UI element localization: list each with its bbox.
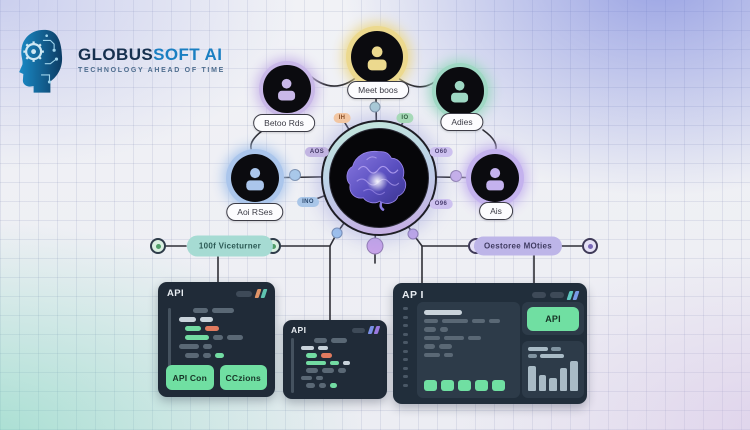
panel-code-left: API API Con CCzions: [158, 282, 275, 397]
panel-title: API: [167, 288, 185, 299]
spoke-tag: IH: [333, 113, 351, 123]
list-rows: [424, 310, 500, 357]
panel-header: API: [158, 282, 275, 303]
logo-slash-icon: [367, 326, 381, 334]
spoke-dot: [366, 237, 384, 255]
spoke-tag: O96: [429, 199, 453, 209]
brand-name: GLOBUSSOFT AI: [78, 46, 225, 63]
code-lines: [301, 338, 350, 388]
person-icon: [246, 167, 264, 191]
node-label-lower-right: Ais: [479, 202, 513, 220]
rail-endpoint: [150, 238, 166, 254]
person-icon: [451, 81, 469, 103]
panel-header: AP I: [393, 283, 587, 305]
brain-hub-circle: [328, 127, 430, 229]
brand-part-soft-ai: SOFT AI: [153, 45, 223, 64]
spoke-tag: AOS: [304, 147, 330, 157]
code-lines: [179, 308, 243, 358]
green-tile-row: [424, 380, 505, 391]
toggle-pill: [352, 327, 365, 333]
logo-slash-icon: [566, 290, 580, 300]
sidebar-dots: [403, 307, 408, 387]
person-icon: [278, 79, 296, 101]
node-label-lower-left: Aoi RSes: [226, 203, 284, 221]
circuit-lines: [41, 39, 56, 81]
bar: [549, 378, 557, 391]
toggle-pill: [532, 292, 546, 298]
spoke-dot: [450, 170, 462, 182]
spoke-dot: [331, 227, 343, 239]
avatar-lower-right: [466, 149, 524, 207]
avatar-upper-right: [432, 63, 488, 119]
spoke-dot: [407, 228, 419, 240]
logo-slash-icon: [254, 289, 268, 298]
brand-tagline: TECHNOLOGY AHEAD OF TIME: [78, 67, 225, 74]
avatar-circle: [470, 153, 520, 203]
avatar-circle: [230, 153, 280, 203]
spoke-dot: [289, 169, 301, 181]
spoke-tag: IO: [396, 113, 414, 123]
node-label-top: Meet boos: [347, 81, 409, 99]
bar: [559, 368, 568, 391]
rail-label-right: Oestoree MOties: [473, 236, 563, 256]
api-con-button[interactable]: API Con: [166, 365, 214, 390]
panel-header: API: [283, 320, 387, 338]
toggle-pill: [236, 290, 252, 297]
api-button[interactable]: API: [527, 306, 579, 331]
bar: [528, 366, 536, 391]
person-icon: [367, 46, 387, 71]
node-label-upper-right: Adies: [440, 113, 484, 131]
panel-title: API: [291, 325, 307, 335]
bar: [570, 361, 578, 391]
avatar-upper-left: [259, 61, 315, 117]
brain-hub: [321, 120, 437, 236]
spoke-tag: INO: [297, 197, 319, 207]
globussoft-logo: GLOBUSSOFT AI TECHNOLOGY AHEAD OF TIME: [14, 22, 264, 98]
panel-dashboard: AP I API: [393, 283, 587, 404]
stats-card: [522, 341, 584, 398]
bar-chart: [528, 361, 578, 391]
rail-label-left: 100f Viceturner: [186, 235, 274, 257]
avatar-circle: [350, 30, 404, 84]
gear-icon: [23, 41, 44, 62]
avatar-circle: [263, 65, 311, 113]
brain-icon: [346, 150, 407, 211]
circuit-dots: [45, 34, 59, 84]
avatar-circle: [436, 67, 484, 115]
avatar-lower-left: [226, 149, 284, 207]
avatar-top: [346, 26, 408, 88]
panel-code-middle: API: [283, 320, 387, 399]
scrollbar[interactable]: [168, 308, 171, 370]
person-icon: [486, 167, 504, 191]
spoke-dot: [369, 101, 381, 113]
bar: [538, 375, 547, 391]
brand-part-globus: GLOBUS: [78, 45, 154, 64]
spoke-tag: O60: [429, 147, 453, 157]
api-button-card: API: [522, 302, 584, 335]
rail-endpoint: [582, 238, 598, 254]
content-list: [417, 302, 520, 398]
panel-title: AP I: [402, 289, 424, 301]
ai-head-icon: [19, 29, 63, 93]
toggle-pill: [550, 292, 564, 298]
node-label-upper-left: Betoo Rds: [253, 114, 315, 132]
scrollbar[interactable]: [291, 338, 294, 393]
cczions-button[interactable]: CCzions: [219, 365, 267, 390]
